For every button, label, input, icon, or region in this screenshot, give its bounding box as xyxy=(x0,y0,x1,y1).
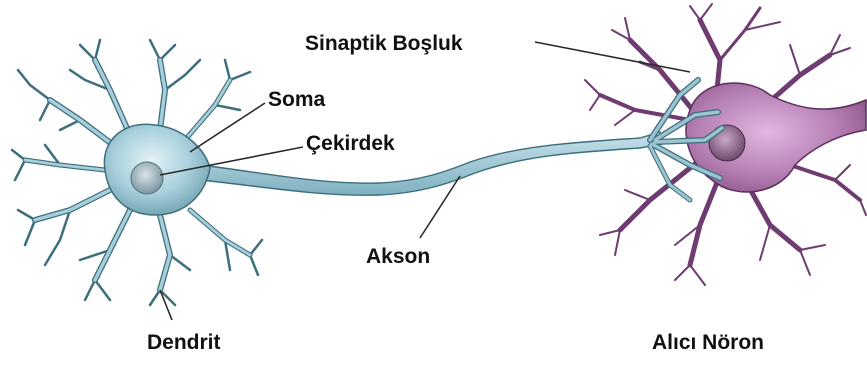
nucleus-label: Çekirdek xyxy=(306,132,395,155)
axon xyxy=(200,132,662,195)
synaptic-gap-label: Sinaptik Boşluk xyxy=(305,32,463,55)
receiving-neuron-label: Alıcı Nöron xyxy=(652,331,764,354)
soma-label: Soma xyxy=(268,88,326,111)
nucleus xyxy=(131,162,163,194)
synaptic-gap-leader xyxy=(535,42,690,72)
axon-label: Akson xyxy=(366,245,430,268)
dendrite-label: Dendrit xyxy=(147,331,221,354)
soma-leader xyxy=(190,103,265,152)
